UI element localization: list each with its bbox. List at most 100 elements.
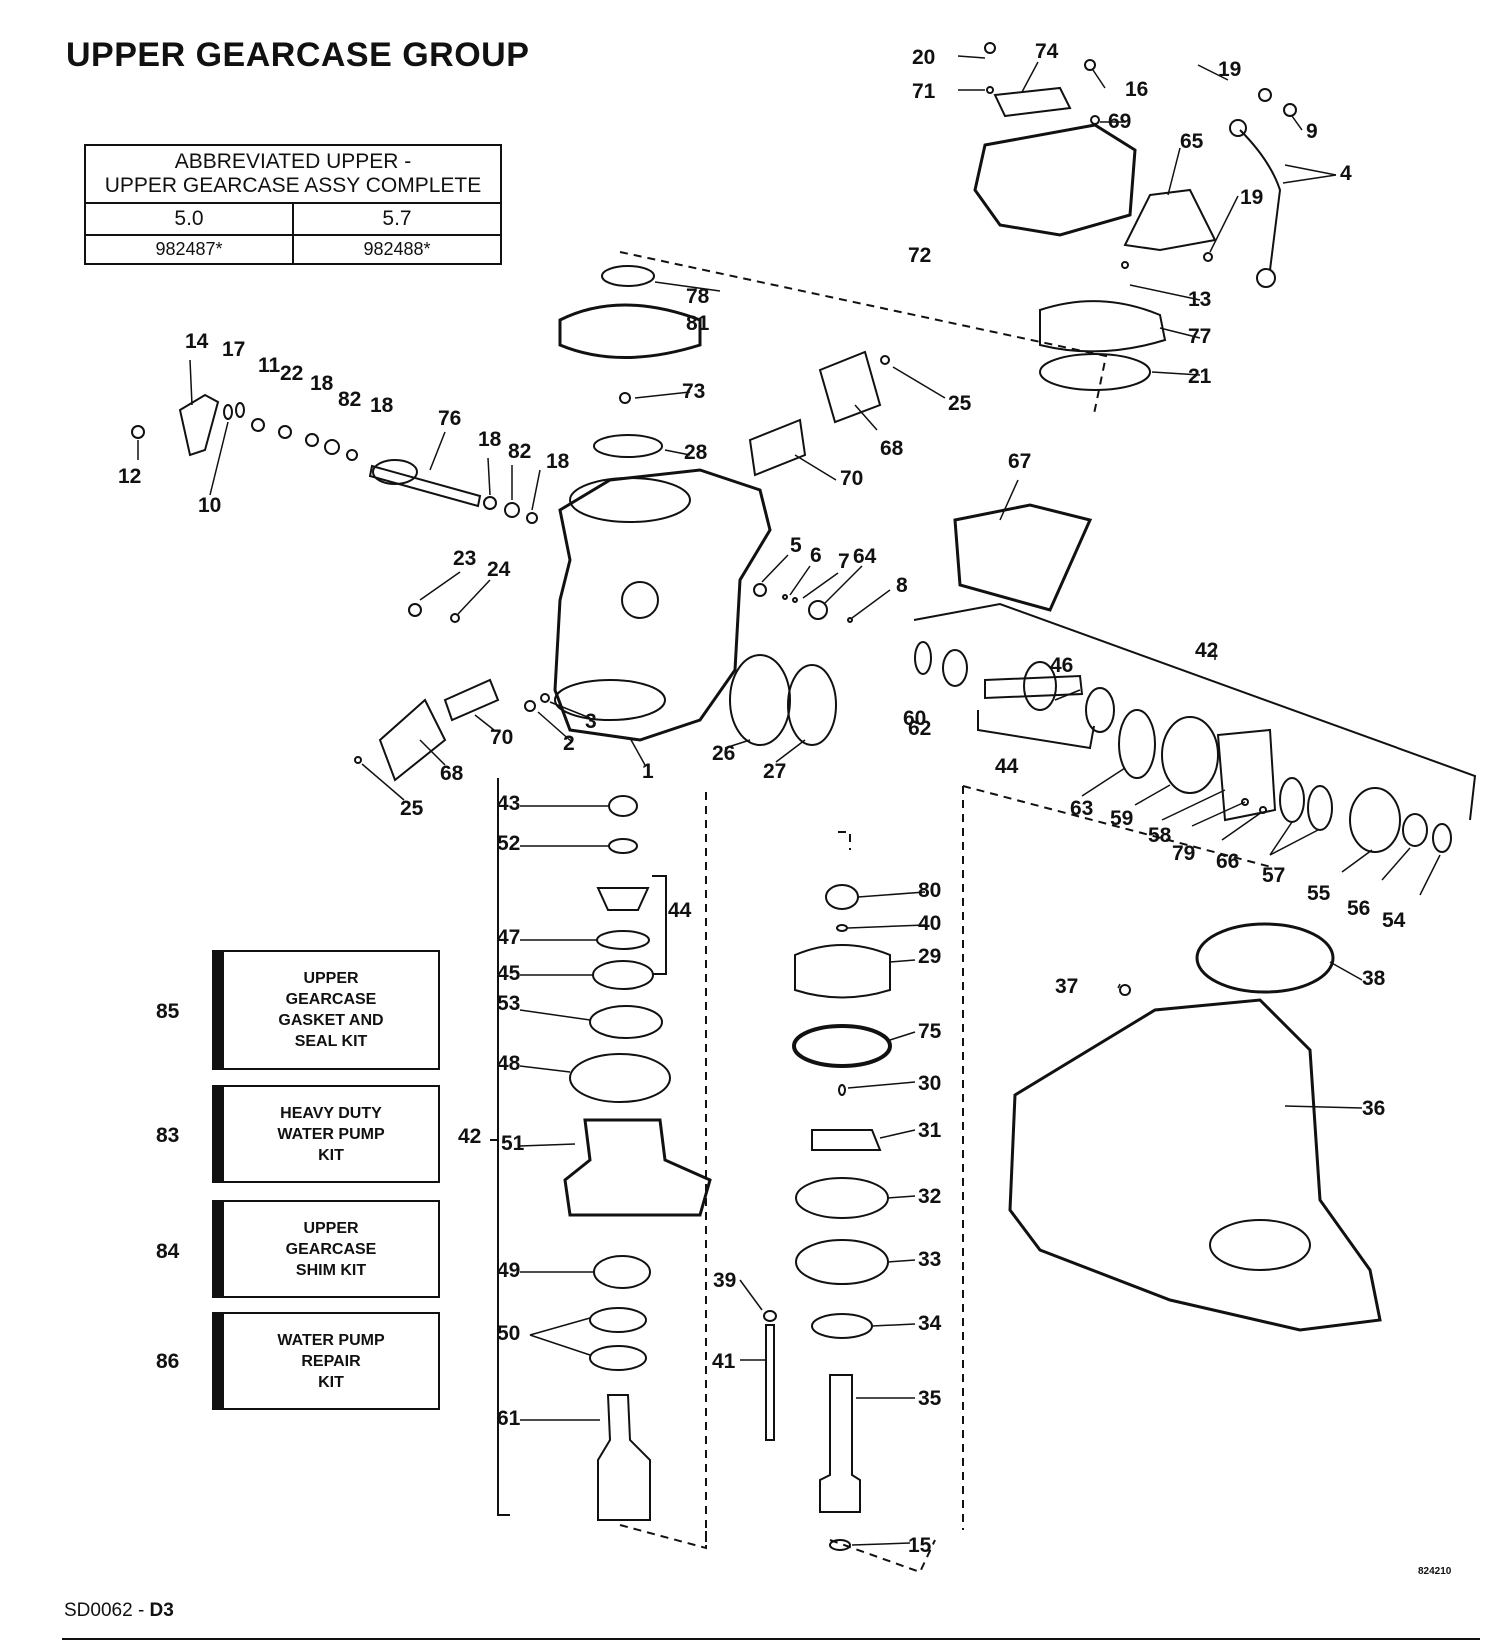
kit-label-84: UPPER GEARCASE SHIM KIT — [285, 1219, 377, 1279]
part-label-78: 78 — [686, 285, 710, 308]
washer-15 — [829, 1539, 851, 1551]
part-label-76: 76 — [438, 407, 461, 430]
part-label-79: 79 — [1172, 842, 1195, 865]
part-label-34: 34 — [918, 1312, 942, 1335]
gasket-48 — [569, 1053, 671, 1103]
exhaust-housing-36 — [1008, 998, 1382, 1332]
dashed-group-right — [962, 785, 1276, 1530]
part-label-59: 59 — [1110, 807, 1133, 830]
dashed-35-bottom — [829, 1539, 936, 1574]
top-housing-shape — [973, 123, 1137, 237]
page-title: UPPER GEARCASE GROUP — [66, 36, 530, 74]
seal-57b — [1307, 785, 1333, 831]
part-label-2: 2 — [563, 732, 575, 755]
part-label-37: 37 — [1055, 975, 1078, 998]
part-label-47: 47 — [497, 926, 520, 949]
bearing-housing-51 — [563, 1118, 712, 1217]
part-label-17: 17 — [222, 338, 245, 361]
part-label-44: 44 — [995, 755, 1019, 778]
part-label-11: 11 — [258, 354, 281, 377]
part-label-18-4: 18 — [546, 450, 570, 473]
gasket-70-bottom — [443, 678, 500, 722]
pump-housing-29 — [794, 944, 891, 999]
column-5-0: 5.0 — [84, 202, 294, 236]
shaft-44-right — [984, 674, 1084, 700]
ground-strap-4 — [1239, 129, 1282, 271]
table-header-line2: UPPER GEARCASE ASSY COMPLETE — [104, 174, 482, 197]
part-label-68: 68 — [880, 437, 904, 460]
part-label-70-2: 70 — [490, 726, 513, 749]
kit-label-85: UPPER GEARCASE GASKET AND SEAL KIT — [278, 970, 384, 1050]
part-label-15: 15 — [908, 1534, 932, 1557]
washer-52 — [608, 838, 638, 854]
ring-27 — [787, 664, 837, 746]
part-label-49: 49 — [497, 1259, 520, 1282]
kit-label-86: WATER PUMP REPAIR KIT — [277, 1331, 385, 1391]
part-label-8: 8 — [896, 574, 908, 597]
part-label-18-2: 18 — [370, 394, 394, 417]
gasket-70-top — [748, 418, 807, 477]
seal-26 — [729, 654, 791, 746]
retainer-58 — [1216, 728, 1277, 822]
bearing-46 — [1085, 687, 1115, 733]
part-label-21: 21 — [1188, 365, 1212, 388]
part-label-19-2: 19 — [1240, 186, 1263, 209]
part-label-14: 14 — [185, 330, 209, 353]
ring-40 — [836, 924, 848, 932]
part-label-30: 30 — [918, 1072, 941, 1095]
part-label-65: 65 — [1180, 130, 1204, 153]
pinion-gear-44 — [596, 887, 650, 911]
part-label-56: 56 — [1347, 897, 1370, 920]
part-label-48: 48 — [497, 1052, 521, 1075]
nut-56 — [1402, 813, 1428, 847]
part-label-58: 58 — [1148, 824, 1172, 847]
seal-34 — [811, 1313, 873, 1339]
oring-21 — [1039, 353, 1151, 391]
part-label-12: 12 — [118, 465, 141, 488]
cover-74-shape — [993, 86, 1072, 118]
part-label-80: 80 — [918, 879, 941, 902]
bushing-80 — [825, 884, 859, 910]
housing-33 — [795, 1239, 889, 1285]
part-label-28: 28 — [684, 441, 708, 464]
part-label-74: 74 — [1035, 40, 1059, 63]
gearcase-bottom-ring — [554, 679, 666, 721]
part-label-6: 6 — [810, 544, 822, 567]
part-label-4: 4 — [1340, 162, 1352, 185]
part-label-82: 82 — [338, 388, 361, 411]
part-label-71: 71 — [912, 80, 936, 103]
part-label-75: 75 — [918, 1020, 942, 1043]
column-5-7: 5.7 — [291, 202, 503, 236]
part-label-45: 45 — [497, 962, 521, 985]
bushing-62 — [942, 649, 968, 687]
dashed-group-pump — [705, 792, 851, 1548]
ring-78 — [601, 265, 655, 287]
part-label-38: 38 — [1362, 967, 1386, 990]
abbreviated-assembly-table: ABBREVIATED UPPER - UPPER GEARCASE ASSY … — [84, 144, 503, 265]
part-label-60: 60 — [903, 707, 926, 730]
part-label-22: 22 — [280, 362, 303, 385]
part-label-3: 3 — [585, 710, 597, 733]
part-label-51: 51 — [501, 1132, 525, 1155]
part-label-61: 61 — [497, 1407, 521, 1430]
part-label-70: 70 — [840, 467, 863, 490]
kit-label-83: HEAVY DUTY WATER PUMP KIT — [277, 1104, 385, 1164]
gasket-68-bottom — [378, 698, 447, 782]
part-label-25: 25 — [948, 392, 972, 415]
drawing-code-suffix: D3 — [149, 1600, 174, 1621]
table-header: ABBREVIATED UPPER - UPPER GEARCASE ASSY … — [84, 144, 502, 204]
bracket-42-right — [913, 602, 1477, 821]
bearing-45 — [592, 960, 654, 990]
impeller-31 — [811, 1129, 882, 1151]
part-label-54: 54 — [1382, 909, 1406, 932]
nut-39 — [763, 1310, 777, 1322]
part-label-82-2: 82 — [508, 440, 531, 463]
kit-box-83: HEAVY DUTY WATER PUMP KIT — [212, 1085, 440, 1183]
drawing-code-prefix: SD0062 - — [64, 1600, 150, 1621]
part-label-44-2: 44 — [668, 899, 692, 922]
part-label-20: 20 — [912, 46, 935, 69]
part-label-63: 63 — [1070, 797, 1093, 820]
part-label-19: 19 — [1218, 58, 1241, 81]
